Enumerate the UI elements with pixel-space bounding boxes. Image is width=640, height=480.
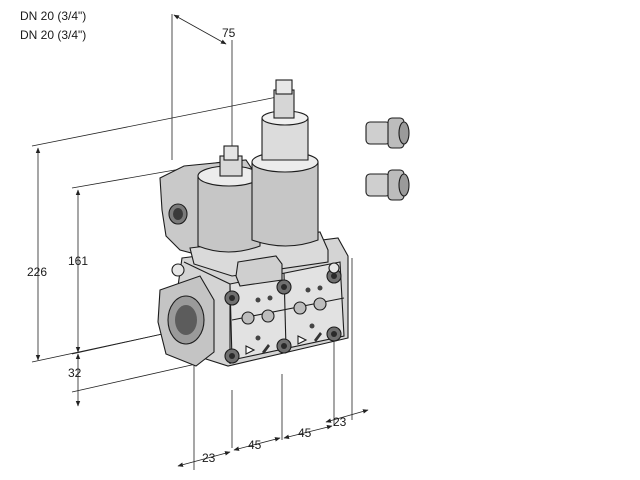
right-end-bolt	[328, 262, 340, 274]
valve-assembly	[157, 79, 410, 367]
coil-right-body	[251, 161, 319, 247]
flow-arrow-icon	[297, 335, 308, 345]
gland-nut-icon	[365, 121, 391, 145]
dim-161-text: 161	[68, 254, 88, 268]
cable-gland-lower	[365, 169, 410, 201]
dim-32-text: 32	[68, 366, 82, 380]
dim-45a-text: 45	[248, 438, 262, 452]
gland-end-icon	[398, 173, 410, 197]
marker-icon	[262, 344, 270, 354]
actuator-base-step	[235, 255, 283, 287]
dim-226-ext-top	[31, 95, 283, 147]
port-icon	[261, 309, 275, 323]
dim-23-left-text: 23	[202, 451, 216, 465]
dim-23-right-text: 23	[333, 415, 347, 429]
gland-end-icon	[398, 121, 410, 145]
dim-45b-line	[283, 425, 333, 439]
inlet-flange-bolt	[171, 263, 185, 277]
dim-23-left-line	[177, 451, 231, 467]
cable-gland-upper	[365, 117, 410, 149]
nominal-size-label-2: DN 20 (3/4")	[20, 28, 87, 42]
coil-right-cap	[275, 79, 293, 95]
port-icon	[313, 297, 327, 311]
flow-arrow-icon	[245, 345, 256, 355]
gland-nut-icon	[365, 173, 391, 197]
dim-32-ext-bottom	[71, 363, 197, 393]
test-ports	[241, 285, 327, 355]
marker-icon	[314, 332, 322, 342]
dim-23-right-line	[325, 409, 369, 423]
coil-left-cap	[223, 145, 239, 161]
front-plate	[229, 261, 345, 361]
solenoid-right	[251, 79, 319, 247]
dim-75-text: 75	[222, 26, 236, 40]
front-bolts	[224, 268, 342, 364]
inlet-port-bore	[175, 305, 197, 335]
bracket-hole-inner	[173, 208, 183, 220]
solenoid-left	[197, 145, 261, 253]
dim-226-text: 226	[27, 265, 47, 279]
port-icon	[241, 311, 255, 325]
dim-75-line	[173, 14, 227, 45]
dim-45b-text: 45	[298, 426, 312, 440]
port-icon	[293, 301, 307, 315]
dim-45a-line	[233, 437, 281, 451]
nominal-size-label-1: DN 20 (3/4")	[20, 9, 87, 23]
coil-left-body	[197, 175, 261, 253]
